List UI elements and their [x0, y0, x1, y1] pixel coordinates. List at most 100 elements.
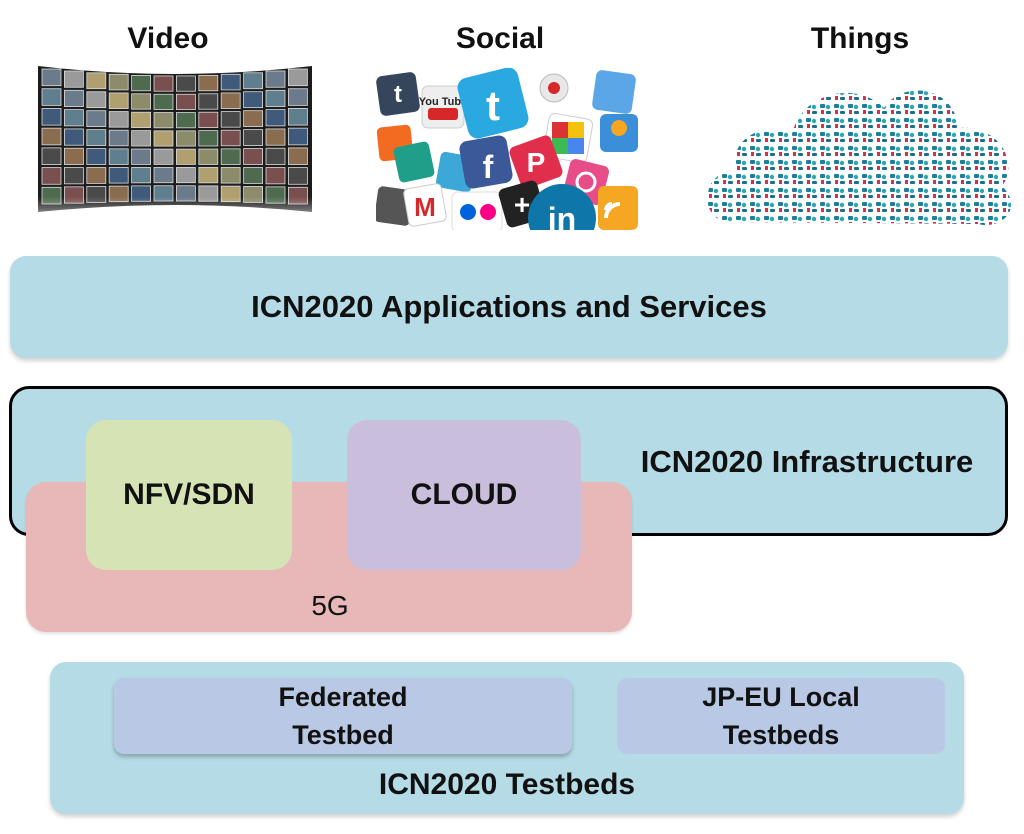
- video-thumbnail: [131, 93, 151, 110]
- video-thumbnail: [108, 148, 129, 165]
- video-thumbnail: [41, 147, 62, 165]
- applications-services-layer: ICN2020 Applications and Services: [10, 256, 1008, 358]
- video-thumbnail: [175, 93, 196, 110]
- video-thumbnail: [287, 68, 308, 87]
- nfv-sdn-block: NFV/SDN: [86, 420, 292, 570]
- video-thumbnail: [243, 91, 264, 109]
- tumblr-icon: t: [394, 81, 402, 108]
- video-thumbnail: [265, 147, 286, 165]
- video-thumbnail: [243, 167, 264, 184]
- video-thumbnail: [153, 130, 174, 147]
- video-thumbnail: [108, 111, 129, 128]
- video-thumbnail: [153, 112, 174, 129]
- infrastructure-label: ICN2020 Infrastructure: [640, 444, 974, 479]
- video-thumbnail: [198, 148, 219, 165]
- video-thumbnail: [198, 167, 219, 184]
- video-thumbnail: [265, 89, 286, 107]
- video-thumbnail: [243, 110, 264, 128]
- video-thumbnail: [86, 167, 107, 184]
- social-header: Social: [455, 22, 545, 55]
- video-thumbnail: [108, 167, 129, 184]
- cloud-label: CLOUD: [410, 478, 518, 511]
- video-thumbnail: [265, 70, 286, 88]
- jp-eu-local-testbeds-line2: Testbeds: [722, 720, 840, 750]
- video-thumbnail: [63, 167, 84, 185]
- video-thumbnail: [131, 111, 151, 129]
- video-thumbnail: [41, 88, 62, 106]
- facebook-icon: f: [483, 149, 494, 185]
- video-thumbnail: [175, 112, 196, 129]
- testbeds-label: ICN2020 Testbeds: [378, 768, 636, 801]
- video-thumbnail: [41, 127, 62, 146]
- video-thumbnail: [131, 130, 151, 147]
- video-thumbnail: [86, 72, 107, 90]
- video-wall-image: [36, 66, 314, 232]
- jp-eu-local-testbeds-box: JP-EU Local Testbeds: [617, 678, 945, 754]
- video-thumbnail: [198, 74, 219, 92]
- video-thumbnail: [243, 72, 264, 90]
- video-thumbnail: [63, 89, 84, 107]
- video-thumbnail: [175, 148, 196, 165]
- video-thumbnail: [86, 110, 107, 128]
- federated-testbed-box: Federated Testbed: [114, 678, 572, 754]
- nfv-sdn-label: NFV/SDN: [123, 478, 255, 511]
- applications-services-label: ICN2020 Applications and Services: [251, 289, 767, 324]
- video-thumbnail: [175, 167, 196, 184]
- video-thumbnail: [153, 75, 174, 92]
- twitter-icon: t: [486, 82, 500, 129]
- video-thumbnail: [265, 109, 286, 127]
- pinterest-icon: P: [527, 147, 546, 178]
- video-thumbnail: [153, 167, 174, 184]
- video-thumbnail: [198, 93, 219, 110]
- video-thumbnail: [86, 129, 107, 146]
- linkedin-icon: in: [548, 201, 576, 230]
- video-header: Video: [127, 22, 209, 55]
- video-thumbnail: [220, 92, 241, 109]
- video-thumbnail: [287, 127, 308, 146]
- video-thumbnail: [86, 148, 107, 165]
- video-thumbnail: [265, 128, 286, 146]
- video-thumbnail: [131, 74, 151, 92]
- video-thumbnail: [198, 130, 219, 147]
- things-header: Things: [810, 22, 910, 55]
- video-thumbnail: [131, 148, 151, 165]
- video-thumbnail: [175, 130, 196, 147]
- video-thumbnail: [41, 108, 62, 126]
- video-thumbnail: [108, 73, 129, 91]
- federated-testbed-line1: Federated: [278, 682, 408, 712]
- social-icons-image: t You Tube t P f M + in: [376, 68, 638, 230]
- video-thumbnail: [220, 167, 241, 184]
- video-thumbnail: [220, 73, 241, 91]
- jp-eu-local-testbeds-line1: JP-EU Local: [702, 682, 860, 712]
- video-thumbnail: [198, 111, 219, 129]
- video-thumbnail: [153, 93, 174, 110]
- video-thumbnail: [63, 147, 84, 165]
- video-thumbnail: [287, 108, 308, 126]
- video-thumbnail: [131, 167, 151, 184]
- video-thumbnail: [287, 147, 308, 165]
- svg-text:+: +: [514, 189, 530, 220]
- video-thumbnail: [63, 128, 84, 146]
- video-thumbnail: [243, 148, 264, 165]
- gmail-icon: M: [414, 192, 436, 222]
- video-thumbnail: [108, 92, 129, 109]
- video-thumbnail: [63, 70, 84, 88]
- video-thumbnail: [86, 91, 107, 109]
- video-thumbnail: [153, 148, 174, 165]
- video-thumbnail: [287, 167, 308, 185]
- federated-testbed-line2: Testbed: [292, 720, 394, 750]
- video-thumbnail: [287, 88, 308, 106]
- social-icons-collage: t You Tube t P f M + in: [376, 68, 638, 230]
- video-thumbnail: [41, 68, 62, 87]
- cloud-block: CLOUD: [347, 420, 581, 570]
- youtube-icon: You Tube: [419, 96, 467, 108]
- video-thumbnail: [265, 167, 286, 185]
- video-thumbnail: [220, 111, 241, 128]
- video-thumbnail: [243, 129, 264, 146]
- video-thumbnail: [63, 109, 84, 127]
- video-thumbnail: [220, 148, 241, 165]
- video-thumbnail: [108, 129, 129, 147]
- video-thumbnail: [220, 129, 241, 147]
- video-thumbnail: [41, 167, 62, 185]
- things-cloud-image: [707, 90, 1012, 226]
